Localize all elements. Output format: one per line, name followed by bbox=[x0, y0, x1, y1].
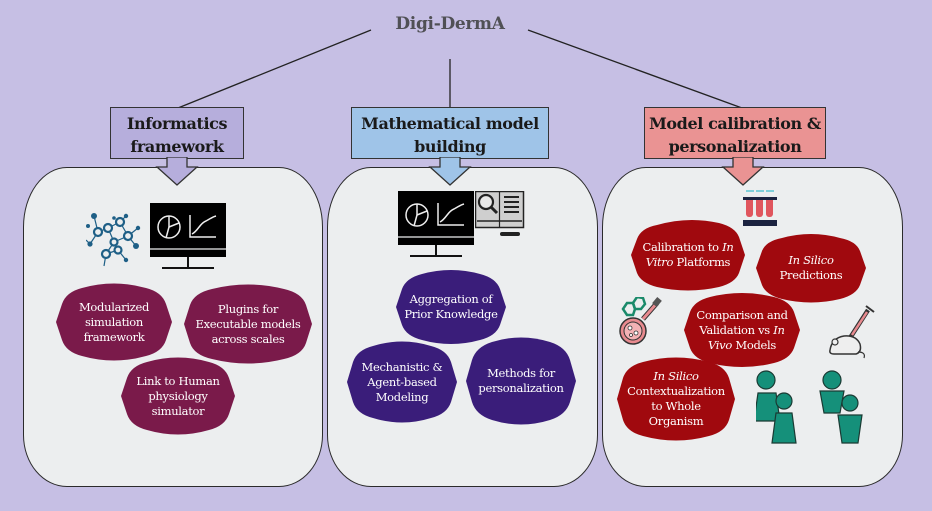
header-math-line2: building bbox=[414, 137, 486, 156]
header-calibration-line1: Model calibration & bbox=[649, 114, 821, 133]
hex-text-line: across scales bbox=[211, 331, 285, 346]
hex-text-line: Modularized bbox=[78, 299, 150, 314]
hex-text-line: physiology bbox=[148, 388, 208, 403]
book-magnifier-icon bbox=[475, 191, 525, 236]
header-calibration-arrow bbox=[721, 157, 765, 186]
people-icon bbox=[756, 370, 863, 444]
hex-text-plain: Platforms bbox=[673, 255, 731, 269]
monitor-chart-icon bbox=[150, 203, 226, 269]
hex-text-italic: Vivo bbox=[707, 337, 732, 352]
hex-text-plain: Contextualization bbox=[627, 384, 725, 398]
hex-text-italic: Vitro bbox=[645, 255, 674, 269]
hex-text-line: Plugins for bbox=[217, 301, 279, 316]
diagram-title: Digi-DermA bbox=[395, 14, 505, 34]
header-informatics-line2: framework bbox=[130, 137, 224, 156]
hex-text-line: simulation bbox=[84, 314, 144, 329]
hex-text-line: Modeling bbox=[375, 389, 429, 404]
connector-right bbox=[527, 29, 743, 109]
header-calibration-line2: personalization bbox=[668, 137, 802, 156]
hex-text-italic: In Silico bbox=[653, 369, 699, 383]
header-math-line1: Mathematical model bbox=[361, 114, 539, 133]
monitor-chart-icon bbox=[398, 191, 474, 257]
test-tubes-icon bbox=[743, 190, 777, 226]
hex-text-line: Aggregation of bbox=[409, 292, 493, 306]
hex-text-line: framework bbox=[83, 329, 145, 344]
header-calibration: Model calibration & personalization bbox=[644, 107, 826, 159]
network-icon bbox=[86, 213, 141, 267]
header-informatics: Informatics framework bbox=[110, 107, 244, 159]
hex-text-line: personalization bbox=[478, 381, 564, 395]
hex-text-line: Agent-based bbox=[367, 374, 437, 389]
hex-text-plain: Models bbox=[732, 337, 777, 352]
hex-text-plain: Predictions bbox=[779, 268, 843, 282]
hex-text-italic: In bbox=[722, 240, 734, 254]
hex-text-plain: to Whole Organism bbox=[648, 399, 704, 428]
hex-text-plain: Validation vs bbox=[699, 322, 774, 337]
hex-text-line: Prior Knowledge bbox=[404, 307, 498, 321]
hex-text-line: Executable models bbox=[195, 316, 301, 331]
header-informatics-line1: Informatics bbox=[126, 114, 228, 133]
hex-text-line: Methods for bbox=[487, 366, 555, 380]
petri-dish-icon bbox=[619, 297, 662, 345]
hex-text-line: Mechanistic & bbox=[361, 359, 443, 374]
hex-text-plain: Comparison and bbox=[696, 307, 788, 322]
connector-left bbox=[177, 29, 372, 109]
hex-text-italic: In bbox=[773, 322, 785, 337]
hex-text-line: Link to Human bbox=[136, 373, 220, 388]
hex-text-plain: Calibration to bbox=[642, 240, 723, 254]
mouse-syringe-icon bbox=[829, 305, 875, 359]
header-informatics-arrow bbox=[155, 157, 199, 186]
hex-text-line: simulator bbox=[151, 403, 205, 418]
header-math-arrow bbox=[428, 157, 472, 186]
hex-text-italic: In Silico bbox=[788, 253, 834, 267]
header-math: Mathematical model building bbox=[351, 107, 549, 159]
